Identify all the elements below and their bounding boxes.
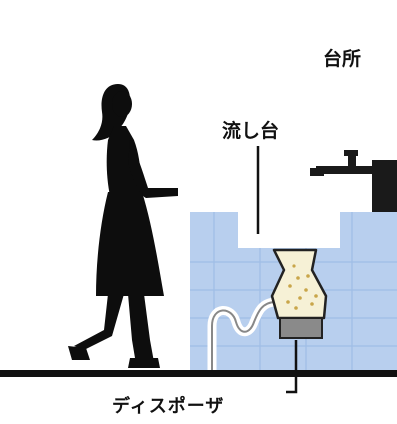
woman-silhouette bbox=[68, 84, 178, 368]
sink-label: 流し台 bbox=[222, 120, 280, 142]
faucet bbox=[310, 150, 397, 212]
kitchen-label: 台所 bbox=[323, 48, 362, 70]
disposer-hopper bbox=[270, 248, 328, 320]
disposer-base bbox=[279, 317, 323, 339]
food-waste-dots bbox=[286, 264, 318, 310]
disposer-unit bbox=[270, 248, 328, 339]
disposer-pointer-line bbox=[286, 340, 298, 394]
floor-line bbox=[0, 370, 397, 377]
disposer-label: ディスポーザ bbox=[112, 396, 225, 417]
